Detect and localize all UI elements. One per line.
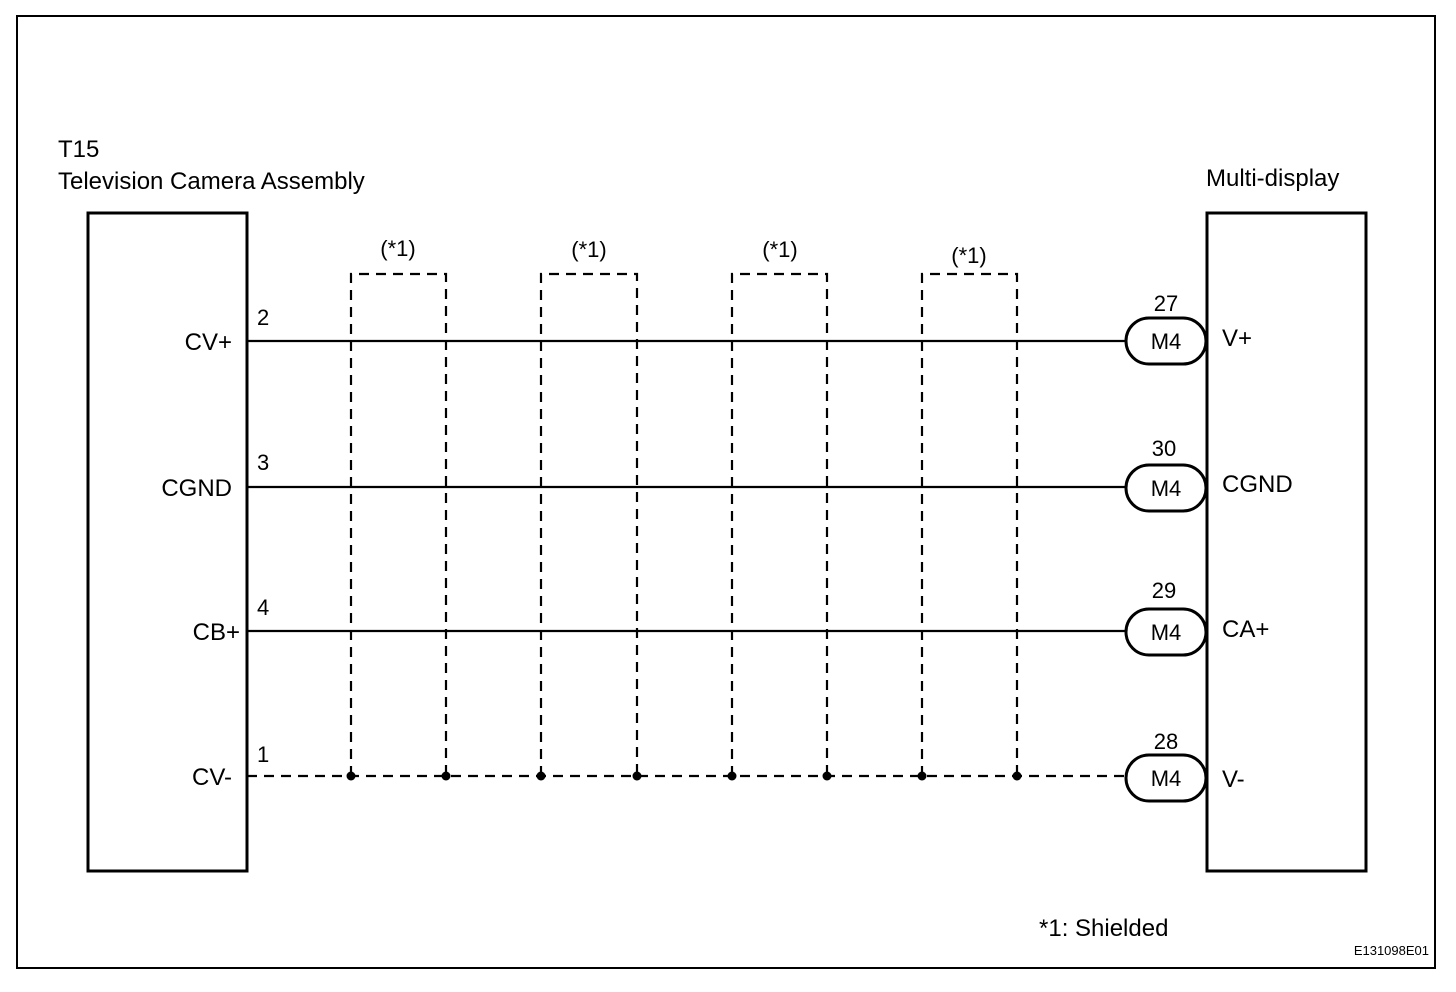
left-component-code: T15: [58, 136, 99, 163]
shield-3-outline: [730, 272, 829, 776]
connector-label: M4: [1151, 766, 1182, 791]
left-pin-name: CGND: [161, 475, 232, 502]
right-component-name: Multi-display: [1206, 165, 1339, 192]
left-component-name: Television Camera Assembly: [58, 168, 365, 195]
right-pin-number: 28: [1154, 729, 1178, 754]
shield-4-left-junction: [917, 771, 927, 781]
wire-row-cb-plus: CB+ 4 M4 29 CA+: [193, 578, 1269, 657]
left-pin-number: 1: [257, 742, 269, 767]
shield-group-3: (*1): [727, 237, 832, 781]
shield-4-outline: [920, 272, 1019, 776]
shield-4-label: (*1): [951, 243, 986, 268]
left-pin-name: CV+: [185, 329, 232, 356]
left-pin-number: 3: [257, 450, 269, 475]
right-pin-name: CGND: [1222, 471, 1293, 498]
connector-m4-symbol: [1124, 316, 1208, 366]
connector-label: M4: [1151, 476, 1182, 501]
figure-code: E131098E01: [1354, 943, 1429, 958]
shield-2-label: (*1): [571, 237, 606, 262]
right-pin-number: 27: [1154, 291, 1178, 316]
shield-1-outline: [349, 272, 448, 776]
wire-row-cgnd: CGND 3 M4 30 CGND: [161, 436, 1293, 513]
shield-3-label: (*1): [762, 237, 797, 262]
shield-1-label: (*1): [380, 236, 415, 261]
diagram-frame: [16, 15, 1436, 969]
left-pin-name: CB+: [193, 619, 240, 646]
shield-group-4: (*1): [917, 243, 1022, 781]
right-pin-name: V-: [1222, 766, 1245, 793]
right-pin-number: 30: [1152, 436, 1176, 461]
connector-m4-symbol: [1124, 607, 1208, 657]
shield-group-2: (*1): [536, 237, 642, 781]
right-pin-number: 29: [1152, 578, 1176, 603]
shield-group-1: (*1): [346, 236, 451, 781]
shield-footnote: *1: Shielded: [1039, 915, 1168, 942]
wire-row-cv-minus: CV- 1 M4 28 V-: [192, 729, 1245, 803]
shield-1-right-junction: [441, 771, 451, 781]
wire-row-cv-plus: CV+ 2 M4 27 V+: [185, 291, 1252, 366]
shield-2-outline: [539, 272, 639, 776]
right-pin-name: V+: [1222, 325, 1252, 352]
shield-2-right-junction: [632, 771, 642, 781]
left-pin-number: 4: [257, 595, 269, 620]
left-pin-name: CV-: [192, 764, 232, 791]
connector-label: M4: [1151, 329, 1182, 354]
right-pin-name: CA+: [1222, 616, 1269, 643]
left-pin-number: 2: [257, 305, 269, 330]
connector-m4-symbol: [1124, 753, 1208, 803]
left-component-box: [86, 211, 249, 873]
connector-m4-symbol: [1124, 463, 1208, 513]
right-component-box: [1205, 211, 1368, 873]
connector-label: M4: [1151, 620, 1182, 645]
